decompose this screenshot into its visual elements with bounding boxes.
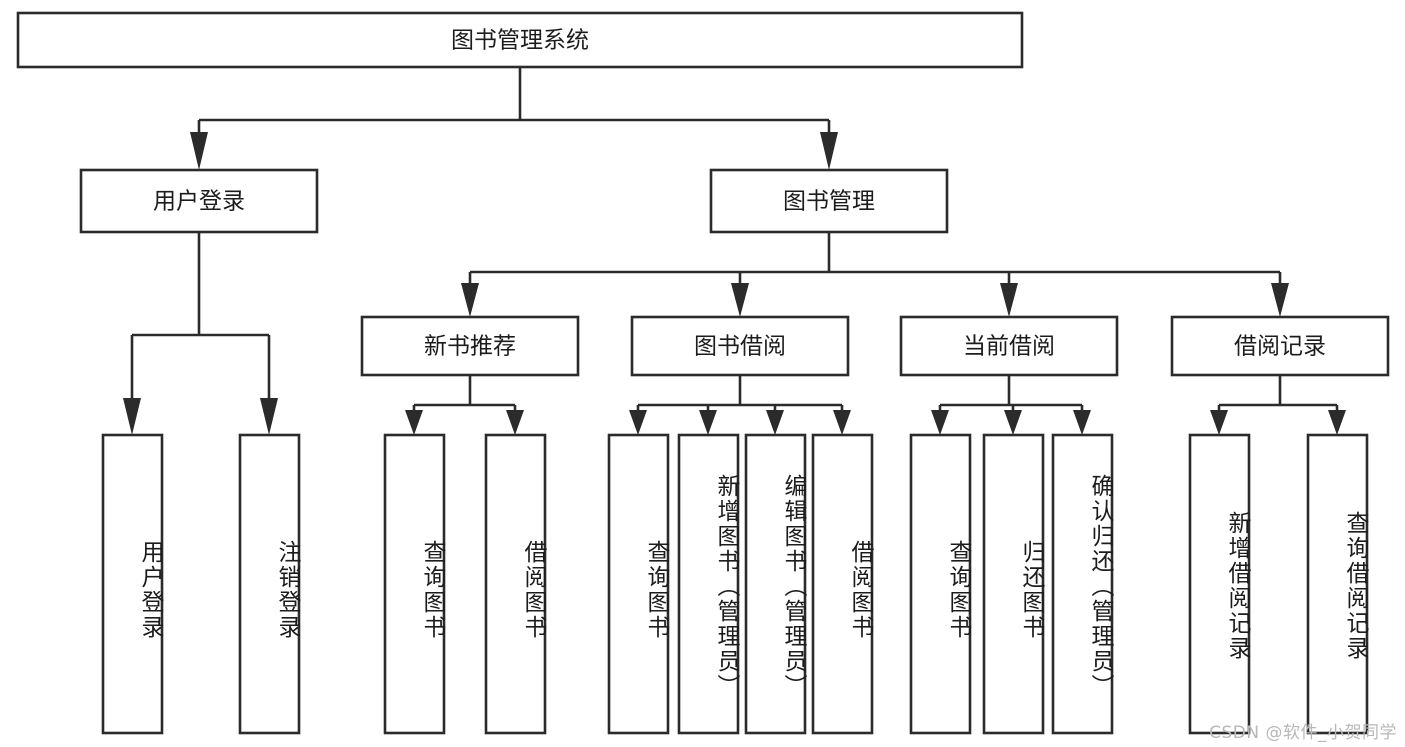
arrow-head-new-book-rec [461,283,479,317]
connector-group-root [190,67,838,170]
node-user-login-label: 用户登录 [153,189,245,215]
leaf-box-add-record[interactable] [1188,433,1251,735]
node-book-borrow[interactable]: 图书借阅 [630,315,850,377]
arrow-head-leaf-add-record [1210,410,1228,435]
leaf-box-borrow-book-1[interactable] [484,433,547,735]
node-current-borrow-box[interactable] [899,315,1119,377]
connector-group-user-login [123,232,278,435]
node-book-manage[interactable]: 图书管理 [709,168,949,234]
leaf-box-query-record[interactable] [1306,433,1369,735]
leaf-box-logout[interactable] [238,433,301,735]
arrow-head-leaf-borrow-book-1 [506,410,524,435]
leaf-box-query-book-3[interactable] [909,433,972,735]
arrow-head-book-borrow [731,283,749,317]
arrow-head-current-borrow [1000,283,1018,317]
node-user-login-box[interactable] [79,168,319,234]
arrow-head-leaf-user-login [123,398,141,435]
arrow-head-leaf-query-record [1328,410,1346,435]
connector-group-new-book-rec [405,375,524,435]
watermark-text: CSDN @软件_小贺同学 [1209,723,1397,743]
connector-group-borrow-record [1210,375,1346,435]
arrow-head-leaf-logout [260,398,278,435]
node-current-borrow[interactable]: 当前借阅 [899,315,1119,377]
leaf-box-edit-book[interactable] [744,433,807,735]
node-book-borrow-label: 图书借阅 [694,334,786,360]
connector-group-book-manage [461,232,1289,317]
node-root[interactable]: 图书管理系统 [16,11,1024,69]
leaf-box-user-login[interactable] [101,433,164,735]
node-book-manage-label: 图书管理 [783,189,875,215]
leaf-box-borrow-book-2[interactable] [811,433,874,735]
connector-group-book-borrow [629,375,851,435]
node-root-box[interactable] [16,11,1024,69]
arrow-head-leaf-add-book [699,410,717,435]
leaf-box-return-book[interactable] [982,433,1045,735]
arrow-head-leaf-borrow-book-2 [833,410,851,435]
leaf-box-add-book[interactable] [677,433,740,735]
arrow-head-leaf-query-book-1 [405,410,423,435]
arrow-head-user-login [190,132,208,170]
node-user-login[interactable]: 用户登录 [79,168,319,234]
arrow-head-borrow-record [1271,283,1289,317]
leaf-box-query-book-2[interactable] [607,433,670,735]
node-borrow-record[interactable]: 借阅记录 [1170,315,1390,377]
node-borrow-record-box[interactable] [1170,315,1390,377]
node-root-label: 图书管理系统 [451,28,589,54]
arrow-head-leaf-confirm-return [1073,410,1091,435]
node-current-borrow-label: 当前借阅 [963,334,1055,360]
leaf-box-query-book-1[interactable] [383,433,446,735]
node-book-borrow-box[interactable] [630,315,850,377]
node-book-manage-box[interactable] [709,168,949,234]
arrow-head-leaf-edit-book [766,410,784,435]
arrow-head-leaf-return-book [1004,410,1022,435]
arrow-head-book-manage [820,132,838,170]
arrow-head-leaf-query-book-2 [629,410,647,435]
node-borrow-record-label: 借阅记录 [1234,334,1326,360]
connector-group-current-borrow [931,375,1091,435]
arrow-head-leaf-query-book-3 [931,410,949,435]
node-new-book-rec[interactable]: 新书推荐 [360,315,580,377]
leaf-box-confirm-return[interactable] [1051,433,1114,735]
node-new-book-rec-box[interactable] [360,315,580,377]
node-new-book-rec-label: 新书推荐 [424,334,516,360]
